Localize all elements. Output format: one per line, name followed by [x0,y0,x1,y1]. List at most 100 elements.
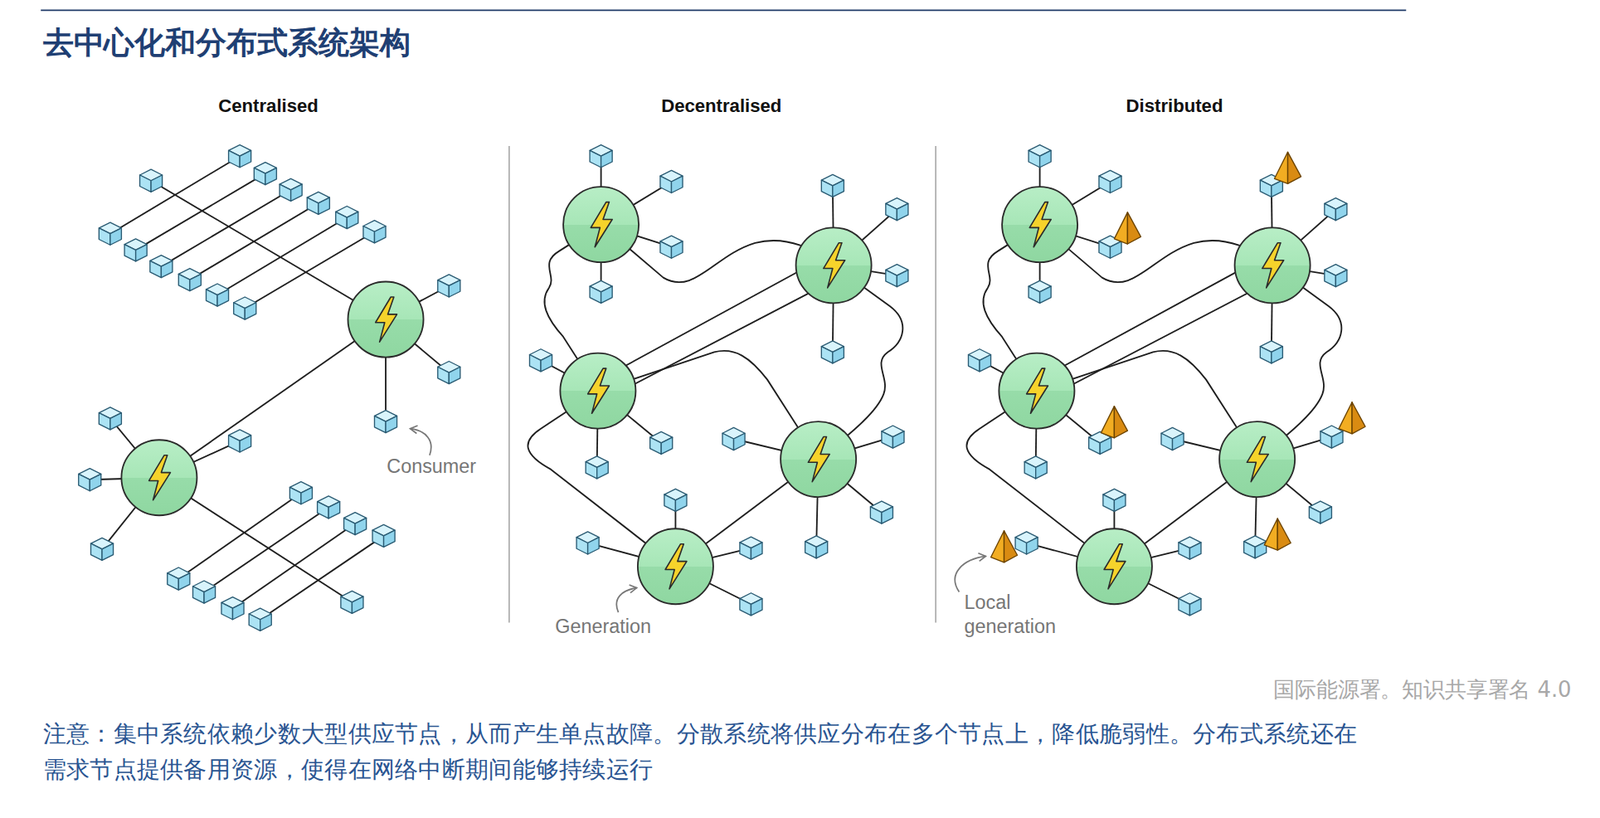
grid-wire [160,189,291,267]
generation-hub [1235,227,1311,303]
cube-face [1189,542,1202,560]
cube-face [178,573,190,590]
cube-face [540,355,553,372]
cube-face [89,473,102,491]
cube-face [664,494,676,511]
cube-face [1178,598,1191,616]
cube-face [1335,203,1348,220]
consumer-cube [1028,145,1051,168]
lightning-bolt [1246,437,1269,482]
cube-face [289,486,302,504]
callout-label: Consumer [386,453,477,477]
cube-face [601,150,613,167]
cube-face [78,473,91,491]
callout-leader [410,428,432,456]
consumer-cube [150,255,173,278]
consumer-cube [437,274,461,297]
cube-face [1109,175,1122,193]
cube-face [896,203,909,220]
consumer-cube [967,349,991,372]
cube-face [1189,598,1202,616]
cube-face [805,541,818,559]
cube-face [576,537,589,555]
pyramid-face [1264,518,1278,550]
cube-face [239,435,252,453]
consumer-cube [306,191,330,214]
cube-face [110,228,122,245]
cube-face [979,355,992,372]
shape-layer [78,145,1366,632]
cube-face [892,431,905,448]
cube-face [1320,431,1333,448]
cube-face [372,530,385,547]
consumer-cube [529,349,552,372]
cube-face [529,355,541,372]
cube-face [340,596,353,613]
consumer-cube [248,607,272,631]
consumer-cube [340,590,364,613]
lightning-bolt [375,296,398,342]
cube-face [1024,462,1036,479]
cube-face [448,366,461,384]
grid-wire [1036,255,1268,381]
lightning-bolt [590,202,613,248]
cube-face [1089,437,1101,454]
cube-face [1109,241,1122,258]
cube-face [253,167,266,185]
cube-face [671,241,683,258]
cube-face [750,598,763,616]
consumer-cube [206,283,229,307]
pyramid-face [991,530,1005,563]
lightning-bolt [1029,202,1051,248]
consumer-cube [885,198,909,221]
consumer-cube [821,340,844,364]
panel-separator [508,145,510,623]
cube-face [1244,541,1256,559]
cube-face [167,573,180,590]
cube-face [228,435,241,453]
local-generation-pyramid [1274,151,1302,184]
cube-face [597,462,609,479]
hub-circle [796,227,872,303]
cube-face [317,501,330,519]
consumer-cube [317,496,341,519]
consumer-cube [664,488,687,511]
consumer-cube [124,238,147,262]
consumer-cube [221,597,244,620]
cube-face [1015,537,1027,555]
consumer-cube [1178,593,1202,616]
callout-label: Generation [554,614,652,638]
hub-circle [563,186,639,263]
cube-face [374,415,386,433]
consumer-cube [90,537,113,560]
cube-face [351,596,364,613]
hub-circle [1235,227,1311,303]
generation-hub [1001,186,1078,263]
cube-face [239,150,252,167]
cube-face [217,289,229,307]
local-generation-pyramid [1338,402,1366,434]
consumer-cube [650,431,673,454]
consumer-cube [576,531,599,555]
consumer-cube [167,567,190,590]
generation-hub [559,353,636,429]
generation-hub [1219,421,1295,497]
grid-wire [217,217,347,295]
hub-circle [1219,421,1295,497]
cube-face [136,244,148,262]
generation-hub [637,528,714,604]
cube-face [589,150,602,167]
cube-face [1172,432,1185,450]
wire-layer [40,9,1406,623]
lightning-bolt [588,368,610,414]
cube-face [1099,437,1112,454]
cube-face [140,175,152,192]
cube-face [90,543,103,560]
cube-face [260,613,273,631]
attribution: 国际能源署。知识共享署名 4.0 [1273,675,1571,704]
cube-face [1259,179,1272,197]
cube-face [448,280,461,297]
consumer-cube [739,536,763,560]
cube-face [301,486,313,504]
cube-face [160,260,173,278]
